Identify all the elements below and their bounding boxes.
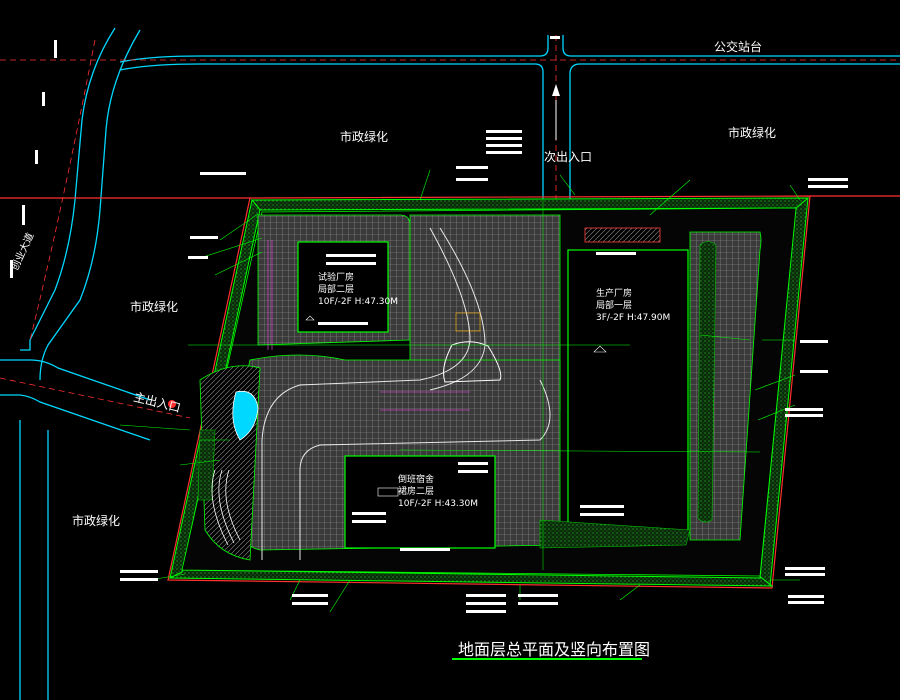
axis-lines (188, 200, 761, 570)
building-test-plant-label: 试验厂房 局部二层 10F/-2F H:47.30M (318, 272, 398, 308)
building-production-plant-name: 生产厂房 (596, 289, 633, 299)
building-details (305, 312, 607, 497)
road-network (0, 27, 900, 700)
label-secondary-entrance: 次出入口 (544, 150, 593, 164)
leader-lines (119, 169, 801, 613)
label-municipal-green-top-right: 市政绿化 (728, 126, 777, 140)
building-production-plant-height: 3F/-2F H:47.90M (596, 313, 671, 323)
label-municipal-green-bottom-left: 市政绿化 (72, 514, 121, 528)
landscape-border (168, 196, 809, 587)
building-production-plant-label: 生产厂房 局部一层 3F/-2F H:47.90M (596, 288, 670, 324)
north-arrow-icon (168, 84, 560, 408)
water-feature-icon (232, 390, 259, 441)
label-bus-station: 公交站台 (714, 40, 763, 54)
building-test-plant-name: 试验厂房 (318, 273, 355, 283)
annotation-ticks (10, 36, 848, 613)
building-test-plant-height: 10F/-2F H:47.30M (318, 297, 399, 307)
building-outlines (297, 241, 689, 549)
drawing-title: 地面层总平面及竖向布置图 (458, 640, 651, 659)
label-municipal-green-top-center: 市政绿化 (340, 130, 389, 144)
building-dormitory-sub: 裙房二层 (398, 487, 435, 497)
building-dormitory-name: 倒班宿舍 (398, 475, 435, 485)
label-municipal-green-left: 市政绿化 (130, 300, 179, 314)
title-underline (452, 658, 642, 660)
building-dormitory-height: 10F/-2F H:43.30M (398, 499, 479, 509)
building-production-plant (567, 249, 689, 533)
building-dormitory-label: 倒班宿舍 裙房二层 10F/-2F H:43.30M (398, 474, 478, 510)
building-production-plant-sub: 局部一层 (596, 301, 633, 311)
site-boundary (0, 195, 900, 589)
entrance-ramp (211, 469, 241, 546)
building-test-plant-sub: 局部二层 (318, 285, 355, 295)
dimension-lines (267, 240, 470, 411)
